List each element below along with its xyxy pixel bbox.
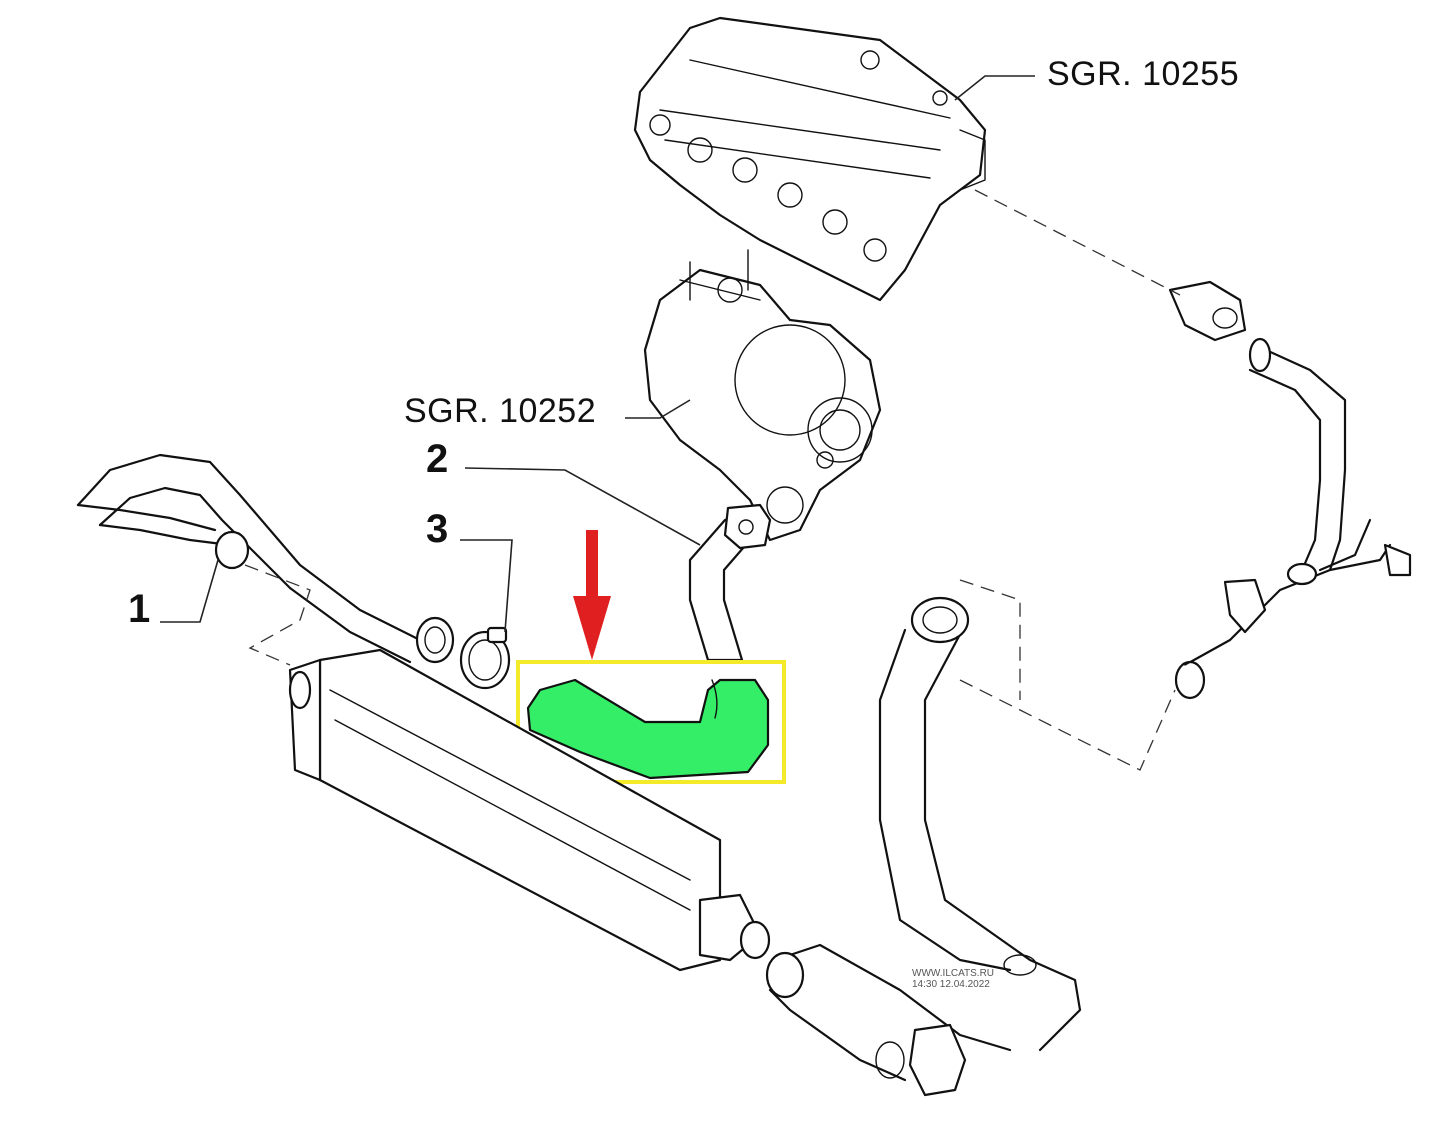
- down-arrow-icon: [573, 530, 611, 660]
- part-3-clamp[interactable]: [459, 626, 511, 690]
- callout-2[interactable]: 2: [426, 437, 449, 481]
- intake-hose[interactable]: [1168, 280, 1412, 700]
- callout-1[interactable]: 1: [128, 587, 151, 631]
- watermark-site: WWW.ILCATS.RU: [912, 968, 995, 979]
- part-1-hose[interactable]: [76, 453, 455, 664]
- return-hose[interactable]: [765, 596, 1082, 1097]
- turbocharger[interactable]: [643, 249, 882, 542]
- watermark: WWW.ILCATS.RU 14:30 12.04.2022: [912, 968, 994, 990]
- leader-lines: [160, 75, 1035, 633]
- reference-intake-manifold[interactable]: SGR. 10255: [1047, 55, 1240, 93]
- part-2-pipe[interactable]: [688, 503, 772, 662]
- reference-turbocharger[interactable]: SGR. 10252: [404, 392, 597, 430]
- intercooler[interactable]: [288, 648, 771, 972]
- highlight-box: [516, 660, 786, 784]
- watermark-timestamp: 14:30 12.04.2022: [912, 979, 990, 990]
- assembly-lines: [244, 189, 1181, 771]
- intake-manifold[interactable]: [633, 16, 987, 302]
- highlighted-hose[interactable]: [526, 678, 770, 780]
- callout-3[interactable]: 3: [426, 507, 449, 551]
